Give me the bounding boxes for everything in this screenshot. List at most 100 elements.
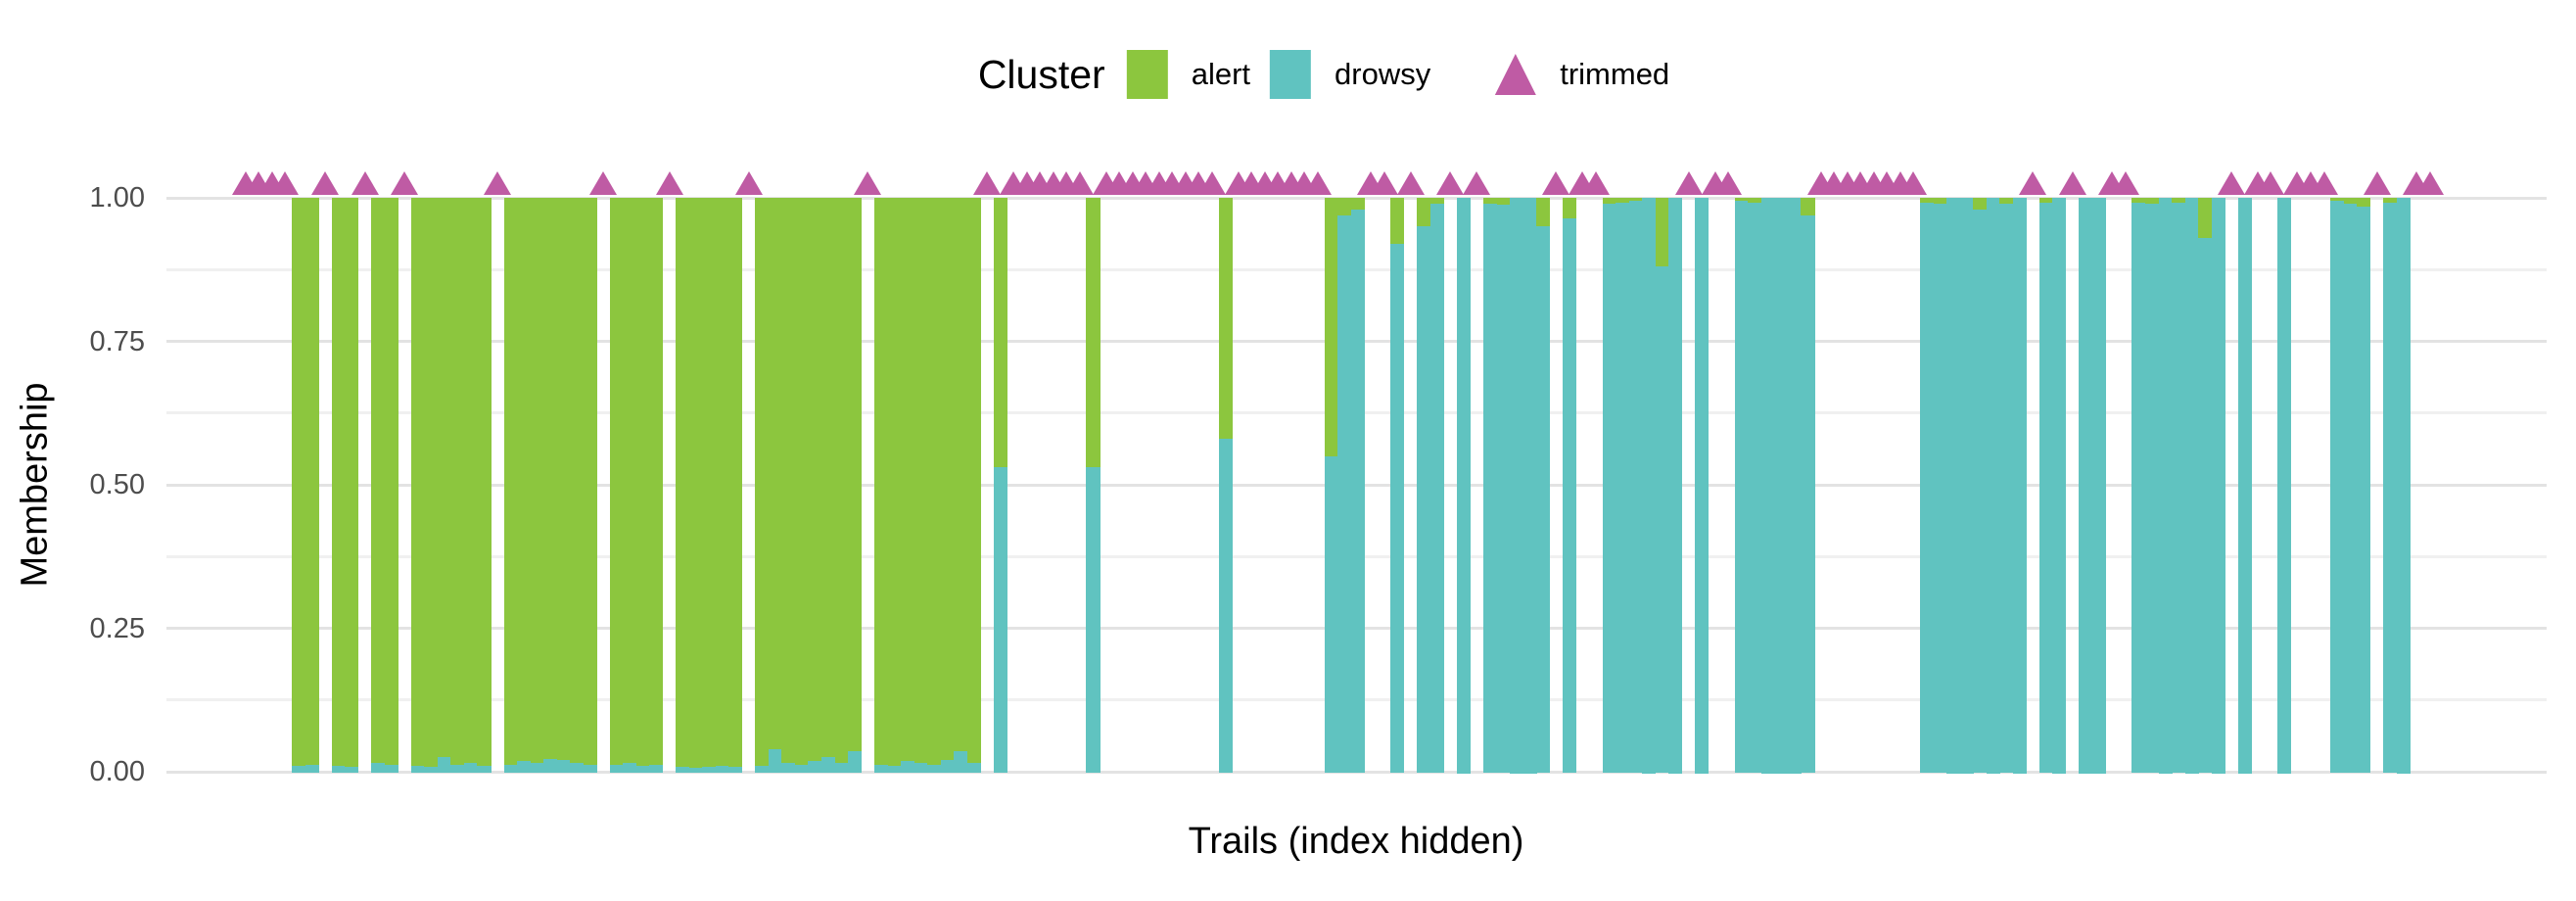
y-axis-tick-label: 1.00 bbox=[89, 182, 145, 213]
trimmed-marker bbox=[271, 171, 300, 195]
trimmed-marker bbox=[1370, 171, 1398, 195]
drowsy-bar-segment bbox=[623, 763, 637, 774]
alert-bar-segment bbox=[1973, 198, 1988, 210]
drowsy-bar-segment bbox=[1933, 203, 1947, 774]
drowsy-bar-segment bbox=[2172, 202, 2186, 774]
drowsy-bar-segment bbox=[1748, 202, 1762, 774]
drowsy-bar-segment bbox=[1218, 439, 1233, 774]
trimmed-marker bbox=[1581, 171, 1610, 195]
alert-bar-segment bbox=[517, 198, 532, 762]
drowsy-bar-segment bbox=[808, 761, 822, 774]
drowsy-bar-segment bbox=[1337, 214, 1352, 774]
alert-bar-segment bbox=[2131, 198, 2146, 203]
drowsy-bar-segment bbox=[848, 751, 863, 774]
alert-bar-segment bbox=[755, 198, 770, 767]
drowsy-bar-segment bbox=[583, 764, 597, 774]
y-axis-tick-label: 0.75 bbox=[89, 325, 145, 357]
alert-bar-segment bbox=[1999, 198, 2014, 204]
drowsy-bar-segment bbox=[1668, 198, 1683, 774]
drowsy-bar-segment bbox=[503, 764, 518, 774]
drowsy-bar-segment bbox=[874, 764, 889, 774]
y-axis-tick-label: 0.00 bbox=[89, 756, 145, 787]
trimmed-marker bbox=[2363, 171, 2391, 195]
drowsy-bar-segment bbox=[371, 763, 386, 774]
alert-bar-segment bbox=[966, 198, 981, 764]
drowsy-bar-segment bbox=[1536, 226, 1551, 774]
alert-bar-segment bbox=[543, 198, 558, 760]
alert-bar-segment bbox=[450, 198, 465, 765]
alert-bar-segment bbox=[2038, 198, 2053, 203]
drowsy-bar-segment bbox=[913, 763, 928, 774]
alert-bar-segment bbox=[1324, 198, 1338, 456]
alert-bar-segment bbox=[781, 198, 796, 764]
drowsy-bar-segment bbox=[768, 748, 783, 774]
drowsy-bar-segment bbox=[1999, 203, 2014, 774]
drowsy-bar-segment bbox=[2079, 198, 2093, 774]
alert-bar-segment bbox=[1417, 198, 1431, 227]
drowsy-bar-segment bbox=[715, 766, 729, 774]
drowsy-bar-segment bbox=[2357, 206, 2371, 774]
alert-bar-segment bbox=[1734, 198, 1749, 201]
drowsy-bar-segment bbox=[927, 764, 942, 774]
drowsy-bar-segment bbox=[2383, 202, 2398, 774]
drowsy-bar-segment bbox=[2145, 203, 2160, 774]
drowsy-bar-segment bbox=[728, 767, 743, 774]
alert-bar-segment bbox=[794, 198, 810, 765]
drowsy-bar-segment bbox=[517, 761, 532, 774]
drowsy-bar-segment bbox=[1522, 198, 1537, 774]
drowsy-bar-segment bbox=[463, 763, 479, 774]
alert-bar-segment bbox=[848, 198, 863, 752]
alert-swatch-icon bbox=[1126, 50, 1168, 99]
alert-bar-segment bbox=[1536, 198, 1551, 227]
alert-bar-segment bbox=[623, 198, 637, 764]
drowsy-bar-segment bbox=[2012, 198, 2027, 774]
alert-bar-segment bbox=[1920, 198, 1935, 203]
drowsy-bar-segment bbox=[437, 757, 452, 774]
alert-bar-segment bbox=[1337, 198, 1352, 215]
drowsy-bar-segment bbox=[292, 766, 306, 774]
alert-bar-segment bbox=[993, 198, 1007, 468]
drowsy-bar-segment bbox=[1563, 217, 1577, 774]
alert-bar-segment bbox=[345, 198, 359, 768]
drowsy-bar-segment bbox=[940, 760, 955, 774]
trimmed-marker bbox=[588, 171, 617, 195]
drowsy-bar-segment bbox=[1324, 455, 1338, 774]
alert-bar-segment bbox=[728, 198, 743, 768]
drowsy-bar-segment bbox=[570, 763, 585, 774]
trimmed-marker bbox=[311, 171, 339, 195]
drowsy-bar-segment bbox=[781, 763, 796, 774]
alert-bar-segment bbox=[2330, 198, 2345, 201]
drowsy-bar-segment bbox=[2158, 198, 2173, 774]
drowsy-bar-segment bbox=[1456, 198, 1472, 774]
drowsy-bar-segment bbox=[1510, 198, 1524, 774]
trimmed-marker bbox=[973, 171, 1001, 195]
legend-item-trimmed: trimmed bbox=[1495, 54, 1669, 95]
trimmed-marker bbox=[2257, 171, 2285, 195]
alert-bar-segment bbox=[2198, 198, 2213, 239]
alert-bar-segment bbox=[715, 198, 729, 767]
alert-bar-segment bbox=[2343, 198, 2358, 204]
alert-bar-segment bbox=[1218, 198, 1233, 440]
alert-bar-segment bbox=[927, 198, 942, 765]
alert-bar-segment bbox=[688, 198, 703, 769]
trimmed-marker bbox=[2415, 171, 2444, 195]
alert-bar-segment bbox=[2357, 198, 2371, 207]
drowsy-bar-segment bbox=[1920, 202, 1935, 774]
drowsy-bar-segment bbox=[410, 766, 425, 774]
drowsy-bar-segment bbox=[1801, 214, 1815, 774]
trimmed-marker bbox=[655, 171, 683, 195]
drowsy-bar-segment bbox=[1086, 467, 1101, 774]
drowsy-bar-segment bbox=[2211, 198, 2225, 774]
trimmed-marker bbox=[1542, 171, 1570, 195]
legend: Cluster alert drowsy trimmed bbox=[978, 37, 1689, 112]
legend-label-drowsy: drowsy bbox=[1335, 57, 1431, 91]
alert-bar-segment bbox=[609, 198, 624, 765]
drowsy-bar-segment bbox=[450, 764, 465, 774]
drowsy-bar-segment bbox=[530, 763, 544, 774]
drowsy-bar-segment bbox=[477, 766, 492, 774]
drowsy-bar-segment bbox=[304, 764, 319, 774]
drowsy-bar-segment bbox=[834, 763, 849, 774]
drowsy-bar-segment bbox=[887, 766, 902, 774]
alert-bar-segment bbox=[808, 198, 822, 762]
